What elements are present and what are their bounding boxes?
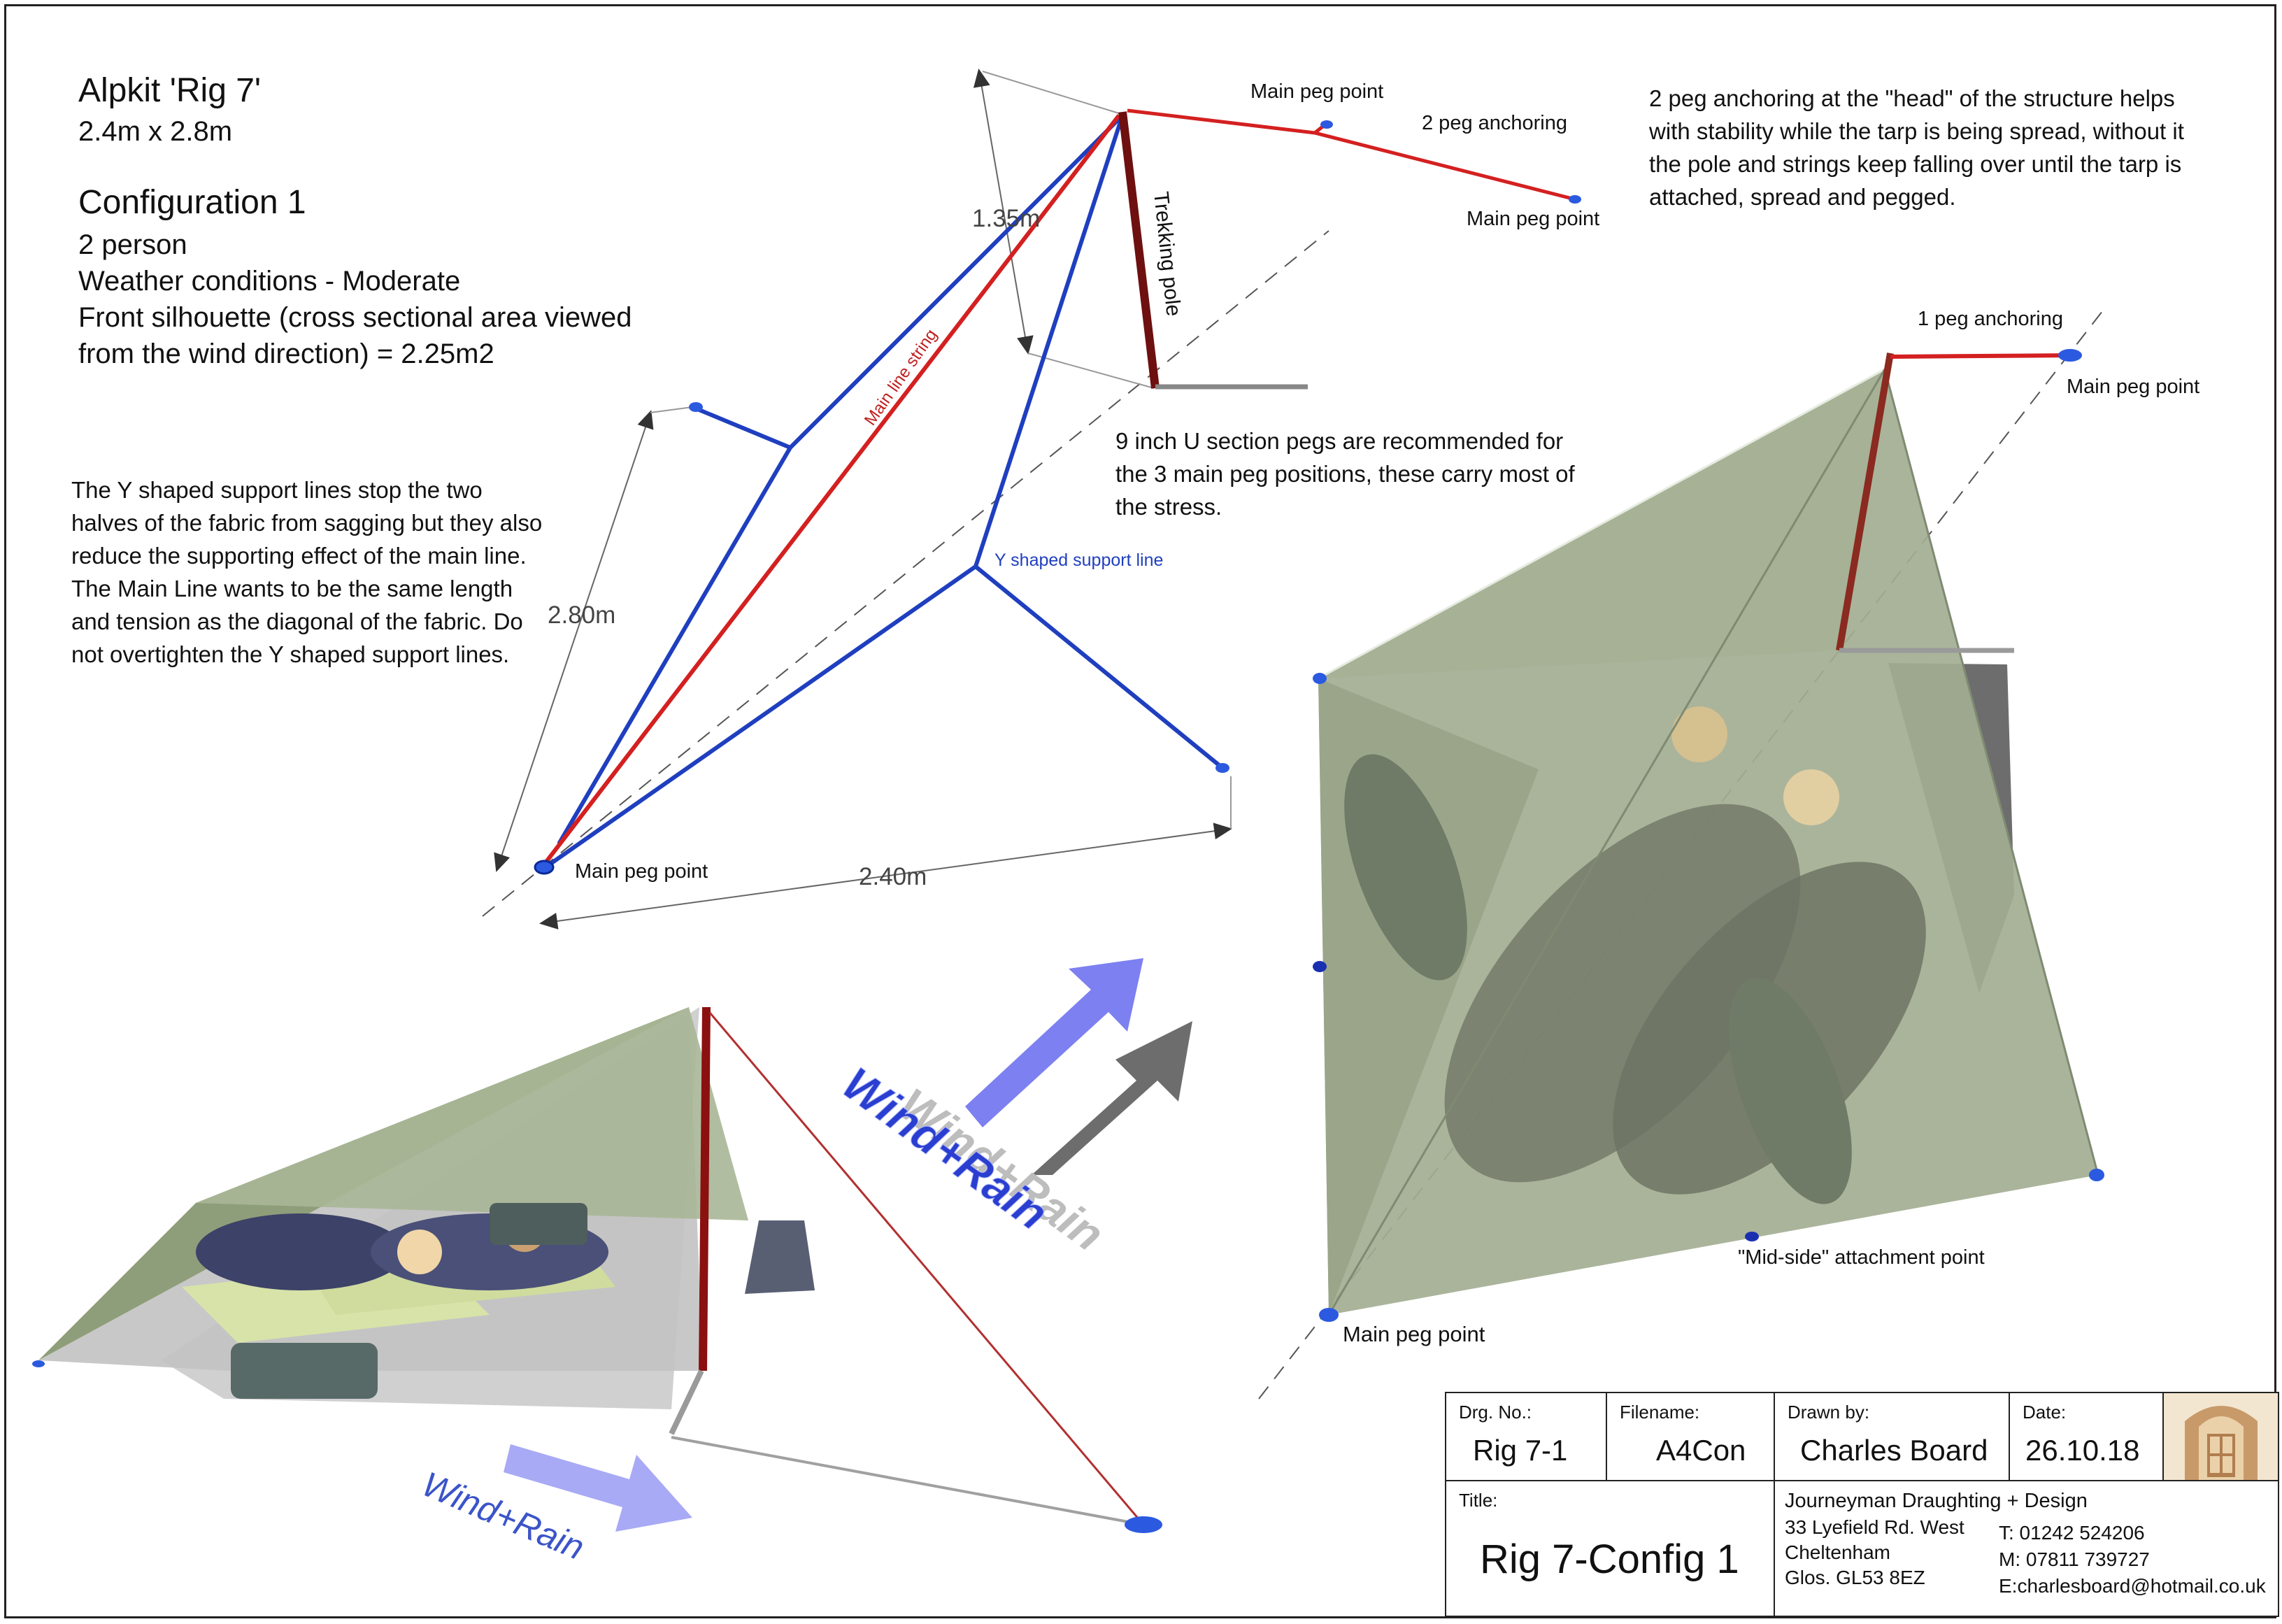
drawn-by-caption: Drawn by: — [1788, 1402, 1870, 1423]
sheet-border — [4, 4, 2276, 1618]
filename-value: A4Con — [1656, 1434, 1746, 1467]
company-mobile: M: 07811 739727 — [1999, 1548, 2150, 1570]
side-view-3d — [32, 1006, 1162, 1533]
dim-1-35: 1.35m — [972, 205, 1041, 232]
persons-text: 2 person — [78, 229, 187, 260]
title-caption: Title: — [1459, 1490, 1498, 1511]
main-line-string-label: Main line string — [861, 326, 941, 429]
head-anchoring-note: 2 peg anchoring at the "head" of the str… — [1649, 85, 2184, 210]
label-y-support-line: Y shaped support line — [994, 550, 1164, 570]
top-view-3d — [1258, 307, 2106, 1399]
drg-no-caption: Drg. No.: — [1459, 1402, 1532, 1423]
company-email: E:charlesboard@hotmail.co.uk — [1999, 1575, 2266, 1597]
wind-arrow-grey — [1032, 1021, 1192, 1175]
company-cell: Journeyman Draughting + Design 33 Lyefie… — [1774, 1480, 2279, 1617]
title-cell: Title: Rig 7-Config 1 — [1445, 1480, 1775, 1617]
company-address-2: Cheltenham — [1785, 1541, 1890, 1563]
label-main-peg-right: Main peg point — [1467, 208, 1600, 230]
dim-2-80: 2.80m — [548, 601, 616, 629]
weather-text: Weather conditions - Moderate — [78, 266, 461, 297]
trekking-pole-label: Trekking pole — [1149, 190, 1185, 317]
label-main-peg-3d-right: Main peg point — [2067, 376, 2200, 398]
wind-arrow-bottom — [504, 1444, 692, 1532]
label-main-peg-3d-bottom: Main peg point — [1343, 1322, 1485, 1346]
date-value: 26.10.18 — [2025, 1434, 2140, 1467]
rig-size: 2.4m x 2.8m — [78, 116, 233, 147]
company-address-3: Glos. GL53 8EZ — [1785, 1567, 1925, 1588]
company-phone: T: 01242 524206 — [1999, 1522, 2145, 1544]
label-main-peg-left: Main peg point — [575, 860, 708, 883]
drg-no-value: Rig 7-1 — [1473, 1434, 1568, 1467]
configuration-heading: Configuration 1 — [78, 184, 306, 221]
drg-no-cell: Drg. No.: Rig 7-1 — [1445, 1392, 1607, 1481]
date-cell: Date: 26.10.18 — [2009, 1392, 2164, 1481]
silhouette-text-2: from the wind direction) = 2.25m2 — [78, 339, 494, 369]
wind-arrows — [504, 958, 1192, 1532]
date-caption: Date: — [2023, 1402, 2067, 1423]
doorway-logo — [2164, 1393, 2278, 1480]
filename-cell: Filename: A4Con — [1606, 1392, 1775, 1481]
pegs-note: 9 inch U section pegs are recommended fo… — [1115, 428, 1575, 520]
line-layout-plan — [482, 69, 1581, 929]
label-main-peg-top: Main peg point — [1250, 80, 1384, 103]
drawn-by-value: Charles Board — [1800, 1434, 1988, 1467]
label-2-peg-anchoring: 2 peg anchoring — [1422, 112, 1567, 134]
logo-cell — [2162, 1392, 2279, 1481]
wind-arrow-top — [965, 958, 1143, 1127]
company-address-1: 33 Lyefield Rd. West — [1785, 1516, 1964, 1538]
label-1-peg-anchoring: 1 peg anchoring — [1918, 308, 2063, 330]
silhouette-text-1: Front silhouette (cross sectional area v… — [78, 302, 632, 333]
company-name: Journeyman Draughting + Design — [1785, 1490, 2088, 1512]
label-mid-side: "Mid-side" attachment point — [1738, 1246, 1985, 1269]
y-support-note: The Y shaped support lines stop the two … — [71, 477, 543, 667]
dim-2-40-label: 2.40m — [859, 863, 927, 890]
title-block: Drg. No.: Rig 7-1 Filename: A4Con Drawn … — [1445, 1392, 2279, 1620]
filename-caption: Filename: — [1620, 1402, 1700, 1423]
rig-title: Alpkit 'Rig 7' — [78, 72, 262, 109]
drawn-by-cell: Drawn by: Charles Board — [1774, 1392, 2010, 1481]
title-value: Rig 7-Config 1 — [1480, 1537, 1739, 1582]
